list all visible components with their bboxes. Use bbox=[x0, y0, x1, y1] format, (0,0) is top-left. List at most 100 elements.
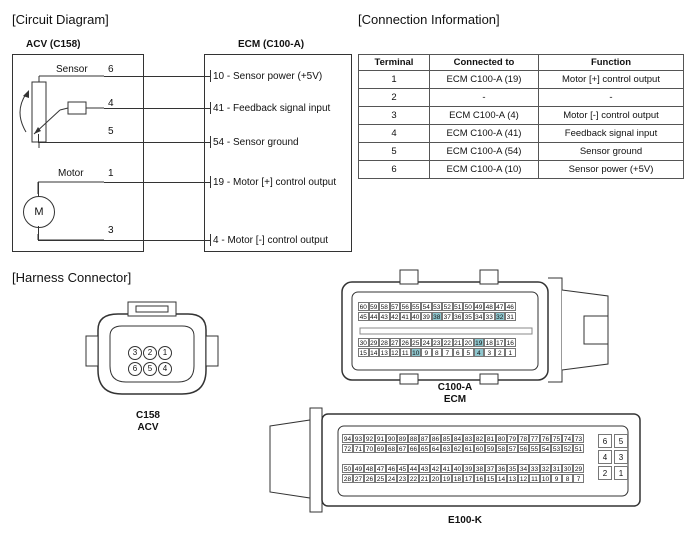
connector-pin: 2 bbox=[598, 466, 612, 480]
connector-pin: 18 bbox=[452, 474, 463, 483]
acv-pin-4: 4 bbox=[108, 98, 114, 109]
connector-pin: 33 bbox=[529, 464, 540, 473]
wire-motor-minus bbox=[104, 240, 210, 241]
motor-label: Motor bbox=[58, 168, 84, 179]
cell-connected-to: ECM C100-A (10) bbox=[429, 160, 539, 179]
ecm-pin-4: 4 - Motor [-] control output bbox=[213, 235, 329, 246]
connector-pin: 66 bbox=[408, 444, 419, 453]
connector-pin: 16 bbox=[505, 338, 516, 347]
connector-pin: 87 bbox=[419, 434, 430, 443]
harness-connector-title: [Harness Connector] bbox=[12, 270, 132, 285]
wire-motor-plus bbox=[104, 182, 210, 183]
connector-pin: 24 bbox=[421, 338, 432, 347]
col-function: Function bbox=[538, 54, 684, 71]
connector-pin: 35 bbox=[507, 464, 518, 473]
connector-pin: 12 bbox=[389, 348, 400, 357]
connector-pin: 48 bbox=[364, 464, 375, 473]
connector-pin: 71 bbox=[353, 444, 364, 453]
connector-pin: 38 bbox=[474, 464, 485, 473]
acv-pin-1: 1 bbox=[108, 168, 114, 179]
ecm-header: ECM (C100-A) bbox=[238, 39, 305, 50]
connector-pin: 53 bbox=[431, 302, 442, 311]
connector-pin: 23 bbox=[431, 338, 442, 347]
connector-pin: 42 bbox=[389, 312, 400, 321]
connector-pin: 36 bbox=[452, 312, 463, 321]
connector-pin: 72 bbox=[342, 444, 353, 453]
connector-pin: 14 bbox=[496, 474, 507, 483]
connector-pin: 56 bbox=[518, 444, 529, 453]
connector-pin: 83 bbox=[463, 434, 474, 443]
acv-box bbox=[12, 54, 144, 252]
connector-pin: 25 bbox=[410, 338, 421, 347]
connector-pin: 86 bbox=[430, 434, 441, 443]
acv-pin-5: 5 bbox=[108, 126, 114, 137]
connector-pin: 6 bbox=[598, 434, 612, 448]
connector-pin: 20 bbox=[430, 474, 441, 483]
connector-pin: 7 bbox=[573, 474, 584, 483]
connector-pin: 31 bbox=[505, 312, 516, 321]
connector-pin: 36 bbox=[496, 464, 507, 473]
connector-pin: 42 bbox=[430, 464, 441, 473]
connector-pin: 45 bbox=[358, 312, 369, 321]
connector-pin: 92 bbox=[364, 434, 375, 443]
connector-pin: 15 bbox=[485, 474, 496, 483]
connector-pin: 78 bbox=[518, 434, 529, 443]
connector-pin: 39 bbox=[463, 464, 474, 473]
connector-pin: 50 bbox=[342, 464, 353, 473]
connector-pin: 26 bbox=[364, 474, 375, 483]
connector-pin: 10 bbox=[540, 474, 551, 483]
connector-pin: 82 bbox=[474, 434, 485, 443]
connector-pin: 74 bbox=[562, 434, 573, 443]
connector-pin: 73 bbox=[573, 434, 584, 443]
ecm-pin-19: 19 - Motor [+] control output bbox=[213, 177, 337, 188]
connector-pin: 17 bbox=[463, 474, 474, 483]
connector-pin: 93 bbox=[353, 434, 364, 443]
connector-pin: 59 bbox=[485, 444, 496, 453]
table-row: 3 ECM C100-A (4) Motor [-] control outpu… bbox=[358, 106, 684, 125]
connector-pin: 9 bbox=[421, 348, 432, 357]
connector-pin: 44 bbox=[368, 312, 379, 321]
table-row: 5 ECM C100-A (54) Sensor ground bbox=[358, 142, 684, 161]
table-row: 1 ECM C100-A (19) Motor [+] control outp… bbox=[358, 70, 684, 89]
cell-function: - bbox=[538, 88, 684, 107]
wire-sensor-ground bbox=[38, 142, 210, 143]
connector-pin: 57 bbox=[507, 444, 518, 453]
connector-pin: 65 bbox=[419, 444, 430, 453]
cell-terminal: 2 bbox=[358, 88, 430, 107]
connector-pin: 59 bbox=[368, 302, 379, 311]
c100-connector-shape bbox=[341, 269, 609, 385]
connector-pin: 20 bbox=[463, 338, 474, 347]
connector-pin: 31 bbox=[551, 464, 562, 473]
cell-function: Feedback signal input bbox=[538, 124, 684, 143]
cell-terminal: 1 bbox=[358, 70, 430, 89]
connector-pin: 29 bbox=[573, 464, 584, 473]
ecm-box bbox=[204, 54, 352, 252]
connector-pin: 13 bbox=[379, 348, 390, 357]
connector-pin: 60 bbox=[358, 302, 369, 311]
connector-pin: 8 bbox=[431, 348, 442, 357]
connector-pin: 5 bbox=[463, 348, 474, 357]
connection-info-title: [Connection Information] bbox=[358, 12, 500, 27]
connector-pin: 81 bbox=[485, 434, 496, 443]
connector-pin: 13 bbox=[507, 474, 518, 483]
connector-pin: 63 bbox=[441, 444, 452, 453]
cell-connected-to: ECM C100-A (19) bbox=[429, 70, 539, 89]
connector-pin: 56 bbox=[400, 302, 411, 311]
connector-pin: 37 bbox=[442, 312, 453, 321]
connector-pin: 7 bbox=[442, 348, 453, 357]
c158-caption-line2: ACV bbox=[137, 422, 159, 433]
connector-pin: 44 bbox=[408, 464, 419, 473]
connector-pin: 48 bbox=[484, 302, 495, 311]
connector-pin: 38 bbox=[431, 312, 442, 321]
connector-pin: 11 bbox=[400, 348, 411, 357]
connector-pin: 55 bbox=[410, 302, 421, 311]
connector-pin: 41 bbox=[441, 464, 452, 473]
connector-pin: 62 bbox=[452, 444, 463, 453]
connector-pin: 60 bbox=[474, 444, 485, 453]
